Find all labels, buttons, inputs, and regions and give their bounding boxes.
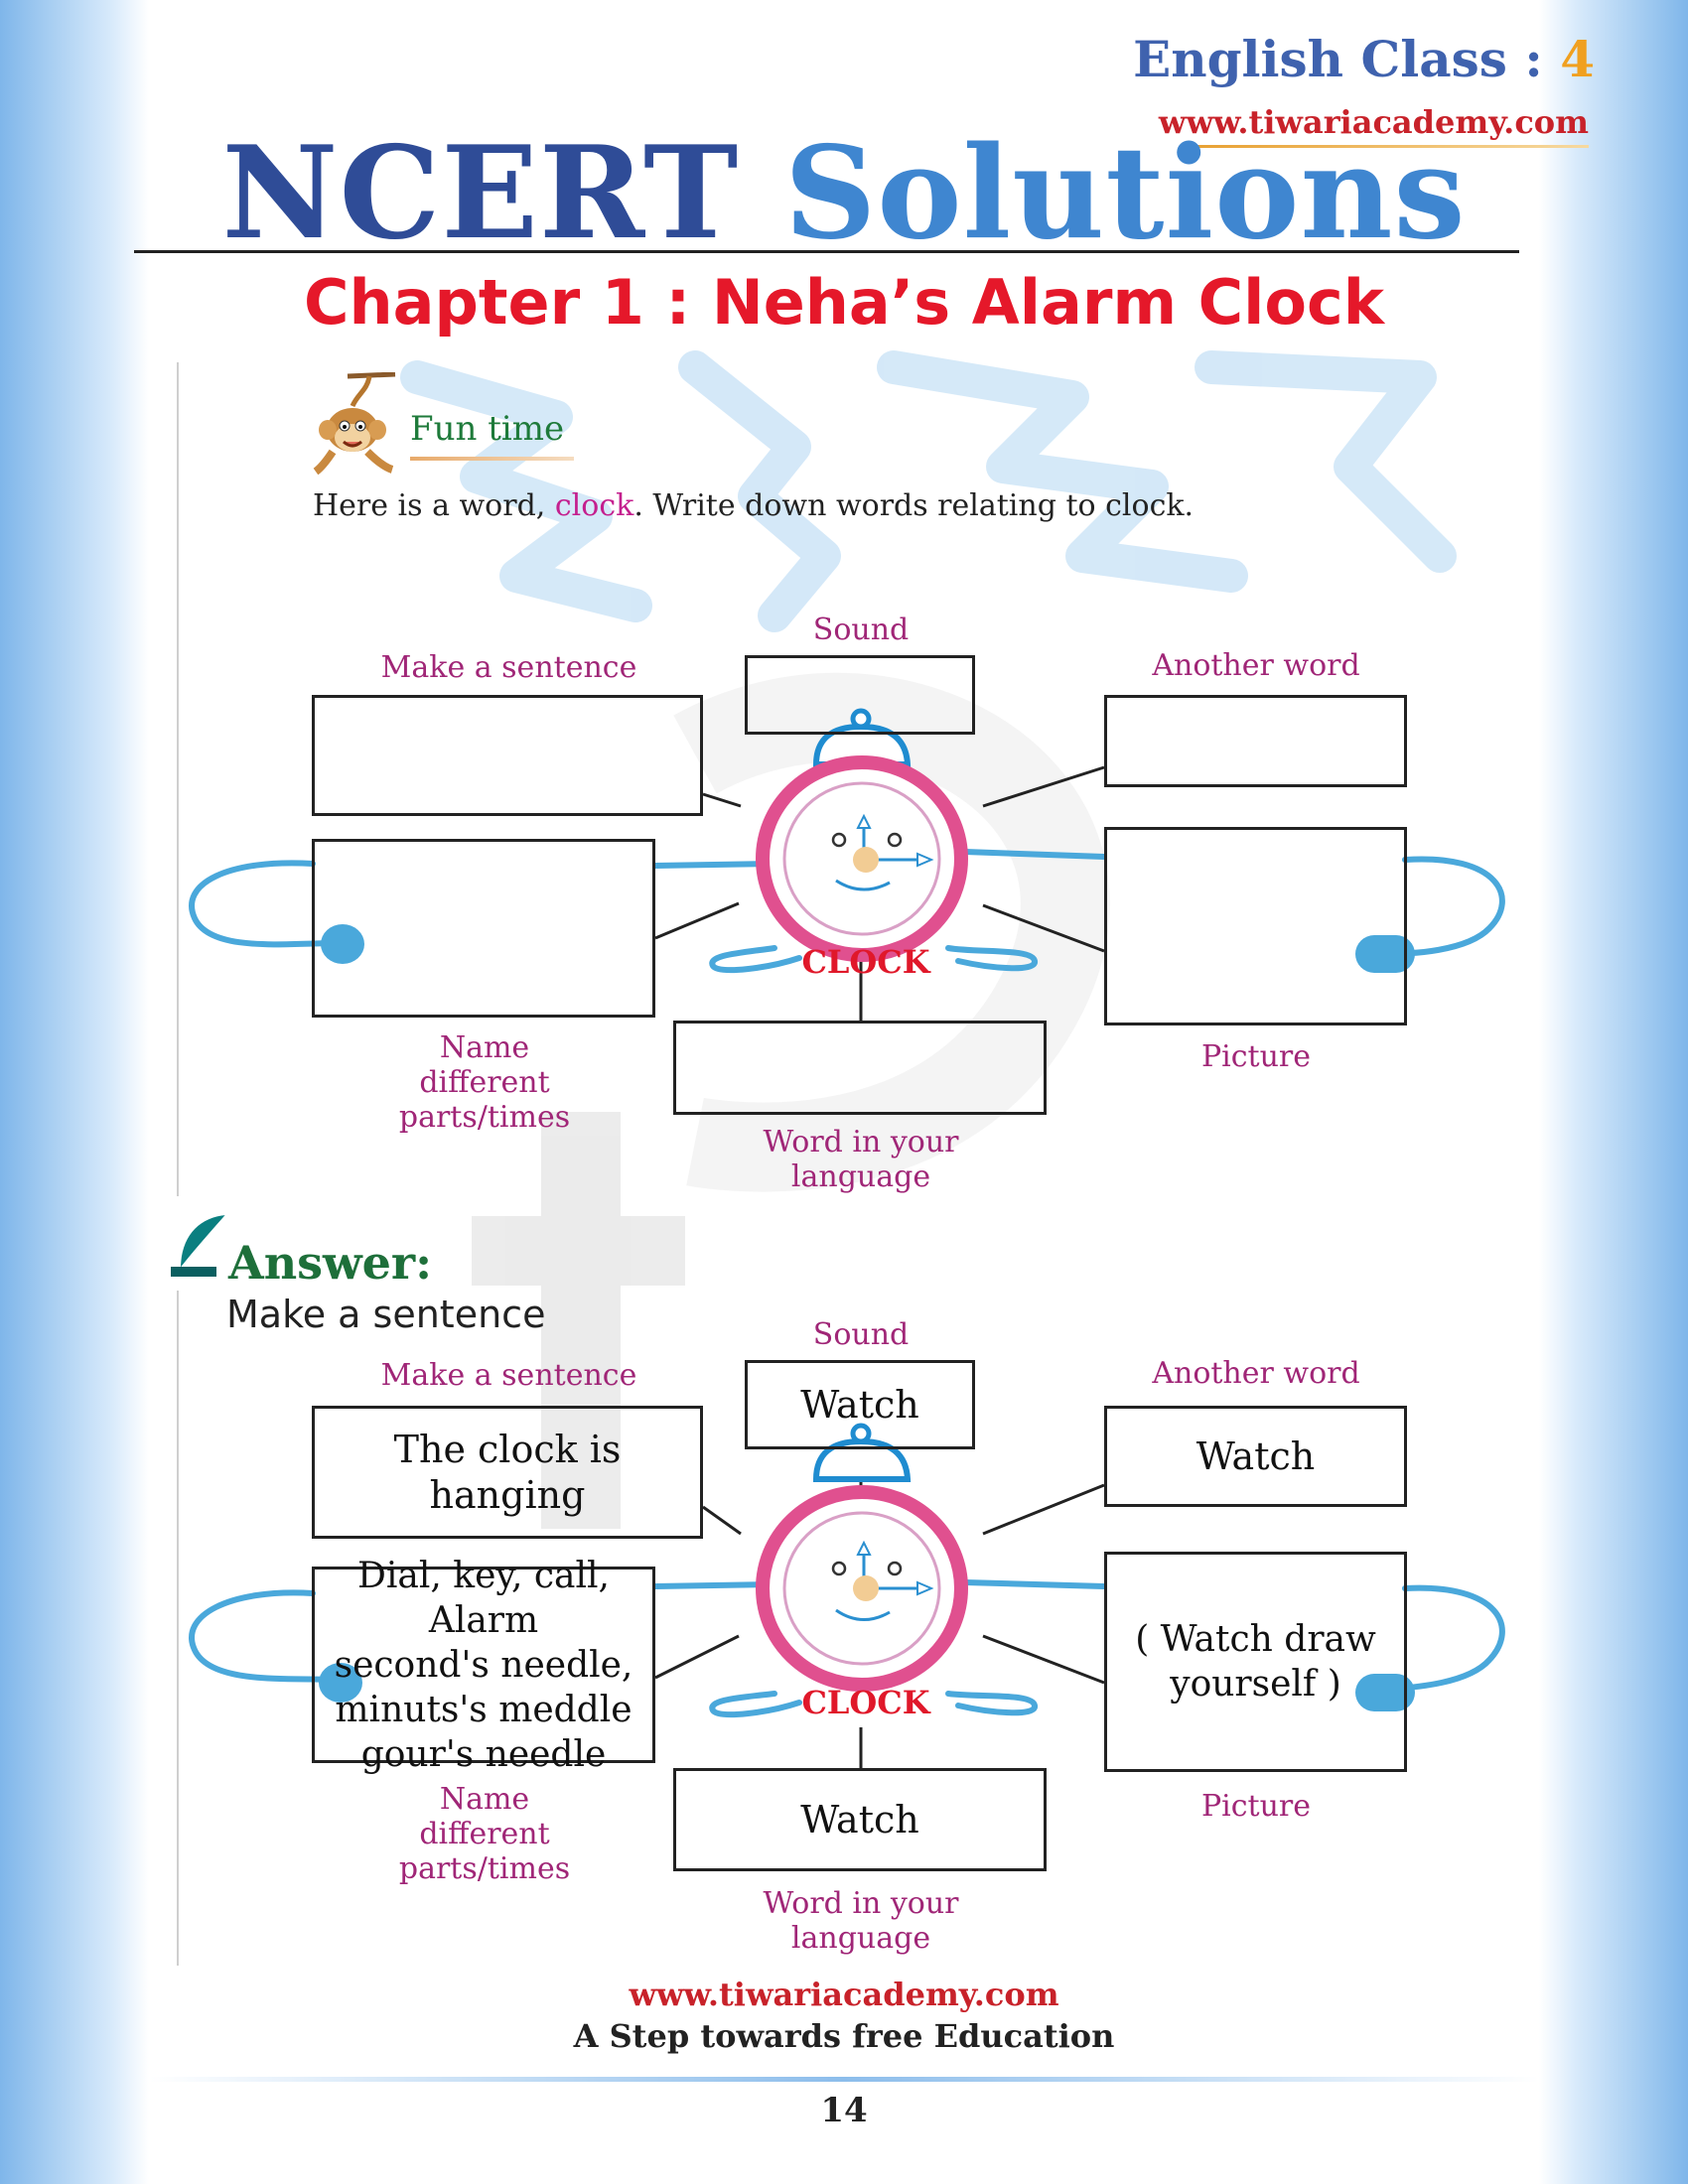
footer-rule <box>149 2077 1539 2082</box>
name-parts-box[interactable] <box>312 839 655 1018</box>
page-title: NCERT Solutions <box>0 119 1688 268</box>
monkey-icon <box>313 372 396 476</box>
label-another-word: Another word <box>1152 648 1360 683</box>
answer-label-picture: Picture <box>1200 1789 1312 1824</box>
question-instruction: Here is a word, clock. Write down words … <box>313 488 1195 523</box>
fun-time-underline <box>410 457 574 461</box>
answer-label-clock: CLOCK <box>801 1684 930 1721</box>
title-ncert: NCERT <box>221 119 740 268</box>
answer-subheading: Make a sentence <box>226 1293 546 1336</box>
sound-box[interactable] <box>745 655 975 735</box>
answer-label-name-parts: Name different parts/times <box>398 1782 571 1886</box>
chapter-title: Chapter 1 : Neha’s Alarm Clock <box>304 266 1384 339</box>
header-website-underline <box>1187 145 1589 148</box>
footer-tagline: A Step towards free Education <box>573 2017 1115 2055</box>
class-label: English Class : 4 <box>1133 30 1595 88</box>
question-left-rule <box>177 362 179 1196</box>
answer-another-word-box: Watch <box>1104 1406 1407 1507</box>
label-name-parts: Name different parts/times <box>398 1030 571 1135</box>
answer-left-rule <box>177 1291 179 1966</box>
answer-label-sound: Sound <box>812 1317 910 1352</box>
word-language-box[interactable] <box>673 1021 1047 1115</box>
right-border-gradient <box>1539 0 1688 2184</box>
highlight-word: clock <box>554 488 634 523</box>
section-fun-time: Fun time <box>410 409 565 449</box>
header-rule <box>134 250 1519 253</box>
answer-parts-box: Dial, key, call, Alarm second's needle, … <box>312 1556 655 1775</box>
label-sound: Sound <box>812 613 910 647</box>
class-number: 4 <box>1560 30 1595 88</box>
label-word-language: Word in your language <box>763 1125 959 1194</box>
label-clock: CLOCK <box>801 943 930 981</box>
header-website: www.tiwariacademy.com <box>1158 103 1589 141</box>
answer-sound-box: Watch <box>745 1360 975 1449</box>
title-solutions: Solutions <box>783 119 1467 268</box>
answer-label-word-language: Word in your language <box>763 1886 959 1956</box>
another-word-box[interactable] <box>1104 695 1407 787</box>
picture-box[interactable] <box>1104 827 1407 1025</box>
answer-word-language-box: Watch <box>673 1768 1047 1871</box>
label-make-sentence: Make a sentence <box>380 650 637 685</box>
label-picture: Picture <box>1200 1039 1312 1074</box>
answer-heading: Answer: <box>228 1236 433 1290</box>
answer-label-another-word: Another word <box>1152 1356 1360 1391</box>
answer-label-make-sentence: Make a sentence <box>380 1358 637 1393</box>
footer-website[interactable]: www.tiwariacademy.com <box>629 1976 1059 2013</box>
page-number: 14 <box>820 2091 868 2130</box>
left-border-gradient <box>0 0 149 2184</box>
feather-logo-icon <box>171 1214 227 1277</box>
make-sentence-box[interactable] <box>312 695 703 816</box>
